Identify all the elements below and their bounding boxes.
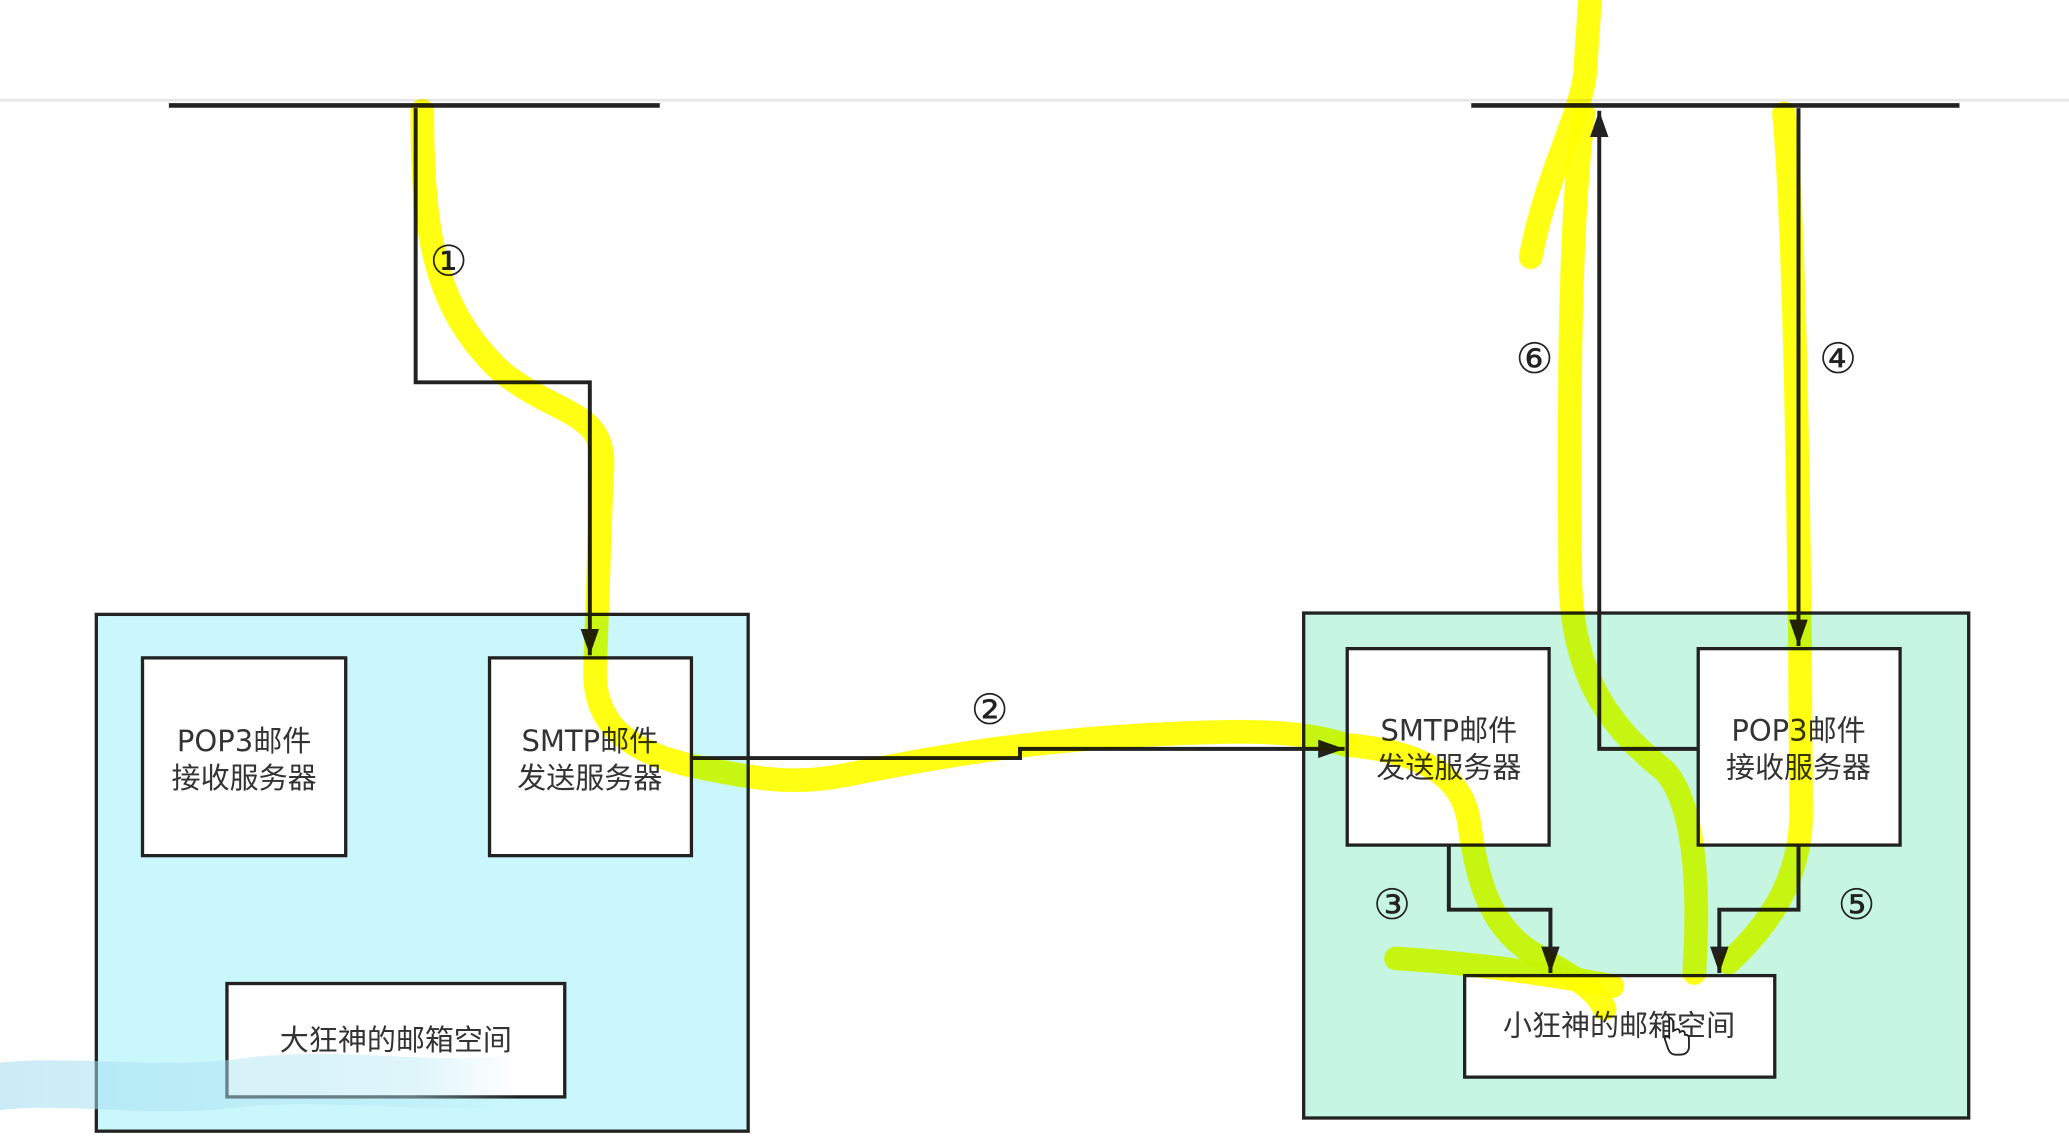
left-smtp-label-line2: 发送服务器 (517, 761, 662, 795)
right-mail-server: SMTP邮件 发送服务器 POP3邮件 接收服务器 小狂神的邮箱空间 (1302, 611, 1971, 1120)
step-5-label: ⑤ (1838, 880, 1876, 929)
step-2-label: ② (971, 685, 1009, 734)
highlight-mailbox-underline (1384, 946, 1625, 999)
highlighter-strokes (410, 0, 1814, 1021)
left-mail-server: POP3邮件 接收服务器 SMTP邮件 发送服务器 大狂神的邮箱空间 (94, 612, 750, 1133)
highlight-step-6-top (1518, 0, 1602, 269)
left-pop3-label-line1: POP3邮件 (177, 724, 311, 758)
step-3-label: ③ (1373, 880, 1411, 929)
highlight-step-6-retrieve (1557, 101, 1709, 985)
step-6-label: ⑥ (1516, 334, 1554, 383)
right-mailbox-label: 小狂神的邮箱空间 (1503, 1009, 1735, 1043)
left-pop3-server-box (140, 656, 348, 858)
highlight-send-path (410, 98, 1358, 793)
highlight-step-4-5 (1716, 101, 1814, 975)
blurred-watermark (0, 1053, 518, 1112)
step-4-label: ④ (1819, 334, 1857, 383)
right-smtp-label-line1: SMTP邮件 (1380, 713, 1517, 747)
step-6-connector (1590, 110, 1699, 751)
hand-cursor-icon (1663, 1016, 1690, 1056)
left-mailbox-label: 大狂神的邮箱空间 (280, 1023, 512, 1057)
left-pop3-label-line2: 接收服务器 (172, 761, 317, 795)
